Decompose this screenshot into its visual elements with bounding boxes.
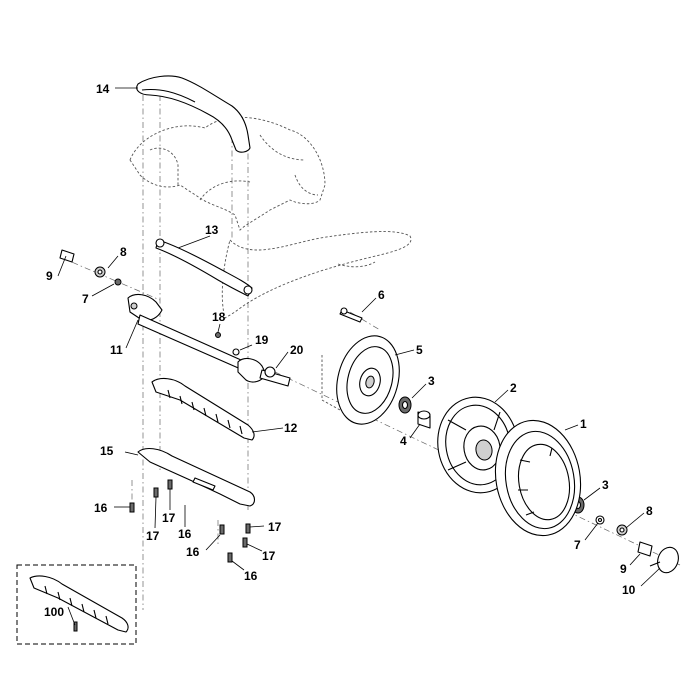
inset-part-100 [16,564,137,645]
callout-17-a: 17 [146,529,160,543]
part-15-link-plate [137,447,256,507]
callout-9-right: 9 [620,562,627,576]
alignment-lines [59,95,681,610]
callout-16-a: 16 [94,501,108,515]
callout-11: 11 [110,343,123,357]
callout-7-right: 7 [574,538,581,552]
callout-1: 1 [580,417,587,431]
callout-17-d: 17 [262,549,276,563]
callout-7-left: 7 [82,292,89,306]
callout-16-c: 16 [186,545,200,559]
callout-100: 100 [44,605,64,619]
callout-17-c: 17 [268,520,282,534]
callout-3-upper: 3 [428,374,435,388]
callout-5: 5 [416,343,423,357]
part-11-axle [127,293,267,383]
right-fasteners-7-8-9-10 [595,515,679,574]
callout-10: 10 [622,583,636,597]
callout-labels: 14 13 8 9 7 11 18 19 20 6 5 3 4 2 1 12 1… [44,82,653,619]
callout-19: 19 [255,333,269,347]
left-fasteners-7-8-9 [59,249,122,286]
mower-deck-outline [129,116,412,411]
callout-3-lower: 3 [602,478,609,492]
callout-4: 4 [400,434,407,448]
callout-20: 20 [290,343,304,357]
callout-8-left: 8 [120,245,127,259]
callout-9-left: 9 [46,269,53,283]
parts-3-4-bearings [398,396,585,514]
part-5-hub-disc [336,335,400,425]
callout-13: 13 [205,223,219,237]
callout-6: 6 [378,288,385,302]
part-1-tyre [494,419,582,537]
callout-18: 18 [212,310,226,324]
callout-2: 2 [510,381,517,395]
parts-18-19-20-pins [215,332,291,387]
part-14-handle-grip [136,75,251,153]
leader-lines [57,87,661,626]
callout-12: 12 [284,421,298,435]
callout-16-d: 16 [244,569,258,583]
part-13-cross-bar [155,238,253,297]
part-12-adjuster-rack [151,377,255,441]
callout-16-b: 16 [178,527,192,541]
callout-8-right: 8 [646,504,653,518]
callout-17-b: 17 [162,511,176,525]
callout-15: 15 [100,444,114,458]
part-6-bolt [339,307,363,323]
callout-14: 14 [96,82,110,96]
